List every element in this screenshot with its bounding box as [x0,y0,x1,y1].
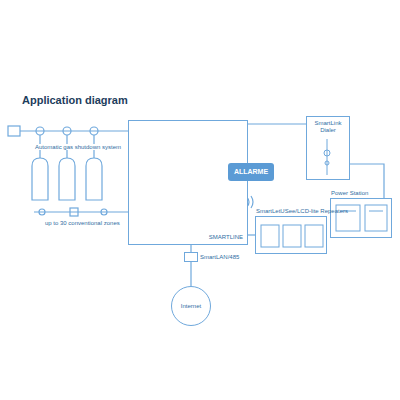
system-label: Automatic gas shutdown system [34,144,122,150]
node-label: ALLARME [234,168,268,176]
node-label: Power Station [331,190,368,197]
diagram-title: Application diagram [22,94,128,106]
node-label: SmartLink Dialer [307,117,349,137]
connector-line [248,123,306,124]
control-panel: SMARTLINE [128,120,248,245]
gas-detector [8,126,20,136]
zones-label: up to 30 conventional zones [44,220,121,226]
power-station: Power Station [330,198,392,238]
node-label: SMARTLINE [209,234,243,241]
connector-line [190,245,191,252]
connector-line [248,234,255,235]
device-drawing [331,199,391,237]
dialer-box: SmartLink Dialer [306,116,350,180]
gas-cylinders [32,127,102,200]
internet-circle: Internet [171,286,211,326]
alarm-sign: ALLARME [228,163,274,181]
zone-line [34,208,128,216]
node-label: Internet [181,303,201,310]
node-label: SmartLAN/485 [200,254,239,261]
node-label: SmartLetUSee/LCD-lite Repeaters [256,208,348,215]
device-drawing [307,117,349,179]
connector-line [190,262,191,286]
device-drawing [256,217,326,253]
lan-module: SmartLAN/485 [184,252,198,262]
repeater-group: SmartLetUSee/LCD-lite Repeaters [255,216,327,254]
